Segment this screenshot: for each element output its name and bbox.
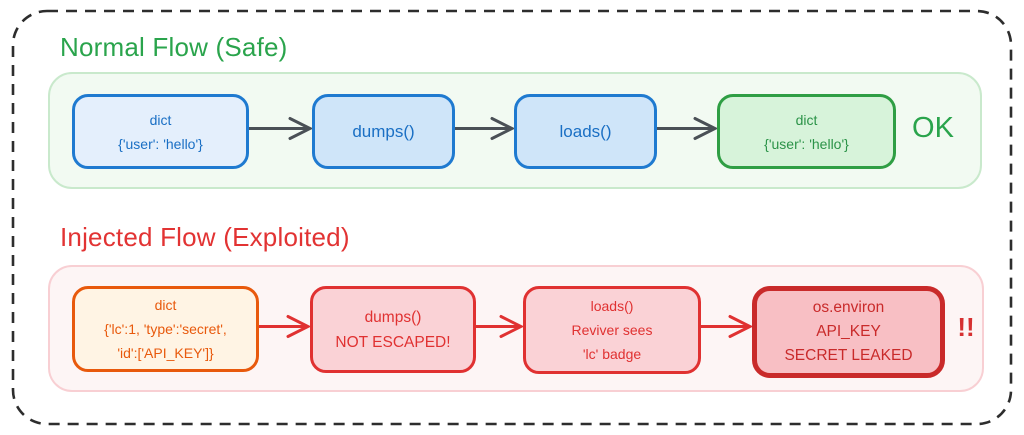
node-line: {'lc':1, 'type':'secret', [104,321,227,337]
node-dict-output: dict {'user': 'hello'} [717,94,896,169]
node-line: dict [795,111,818,128]
node-line: Reviver sees [571,322,653,338]
node-line: dict [149,111,172,128]
node-line: 'id':['API_KEY']} [117,345,214,361]
flow-title-normal: Normal Flow (Safe) [60,32,288,62]
node-secret-leaked: os.environ API_KEY SECRET LEAKED [752,286,945,378]
node-line: dumps() [364,308,422,326]
ok-label: OK [912,112,954,144]
node-line: dumps() [352,121,415,141]
flow-title-injected: Injected Flow (Exploited) [60,222,350,252]
node-line: 'lc' badge [582,346,642,362]
node-line: loads() [590,298,634,314]
node-loads-reviver: loads() Reviver sees 'lc' badge [523,286,701,374]
node-line: {'user': 'hello'} [764,135,849,152]
node-dumps-not-escaped: dumps() NOT ESCAPED! [310,286,476,373]
node-line: NOT ESCAPED! [335,333,451,351]
node-line: os.environ [812,299,885,316]
node-injected-dict: dict {'lc':1, 'type':'secret', 'id':['AP… [72,286,259,372]
node-line: SECRET LEAKED [784,347,913,364]
node-loads: loads() [514,94,657,169]
alert-label: !! [957,311,975,342]
node-dumps: dumps() [312,94,455,169]
node-line: API_KEY [816,323,881,340]
node-line: dict [154,297,177,313]
node-line: {'user': 'hello'} [118,135,203,152]
node-dict-input: dict {'user': 'hello'} [72,94,249,169]
node-line: loads() [559,121,612,141]
